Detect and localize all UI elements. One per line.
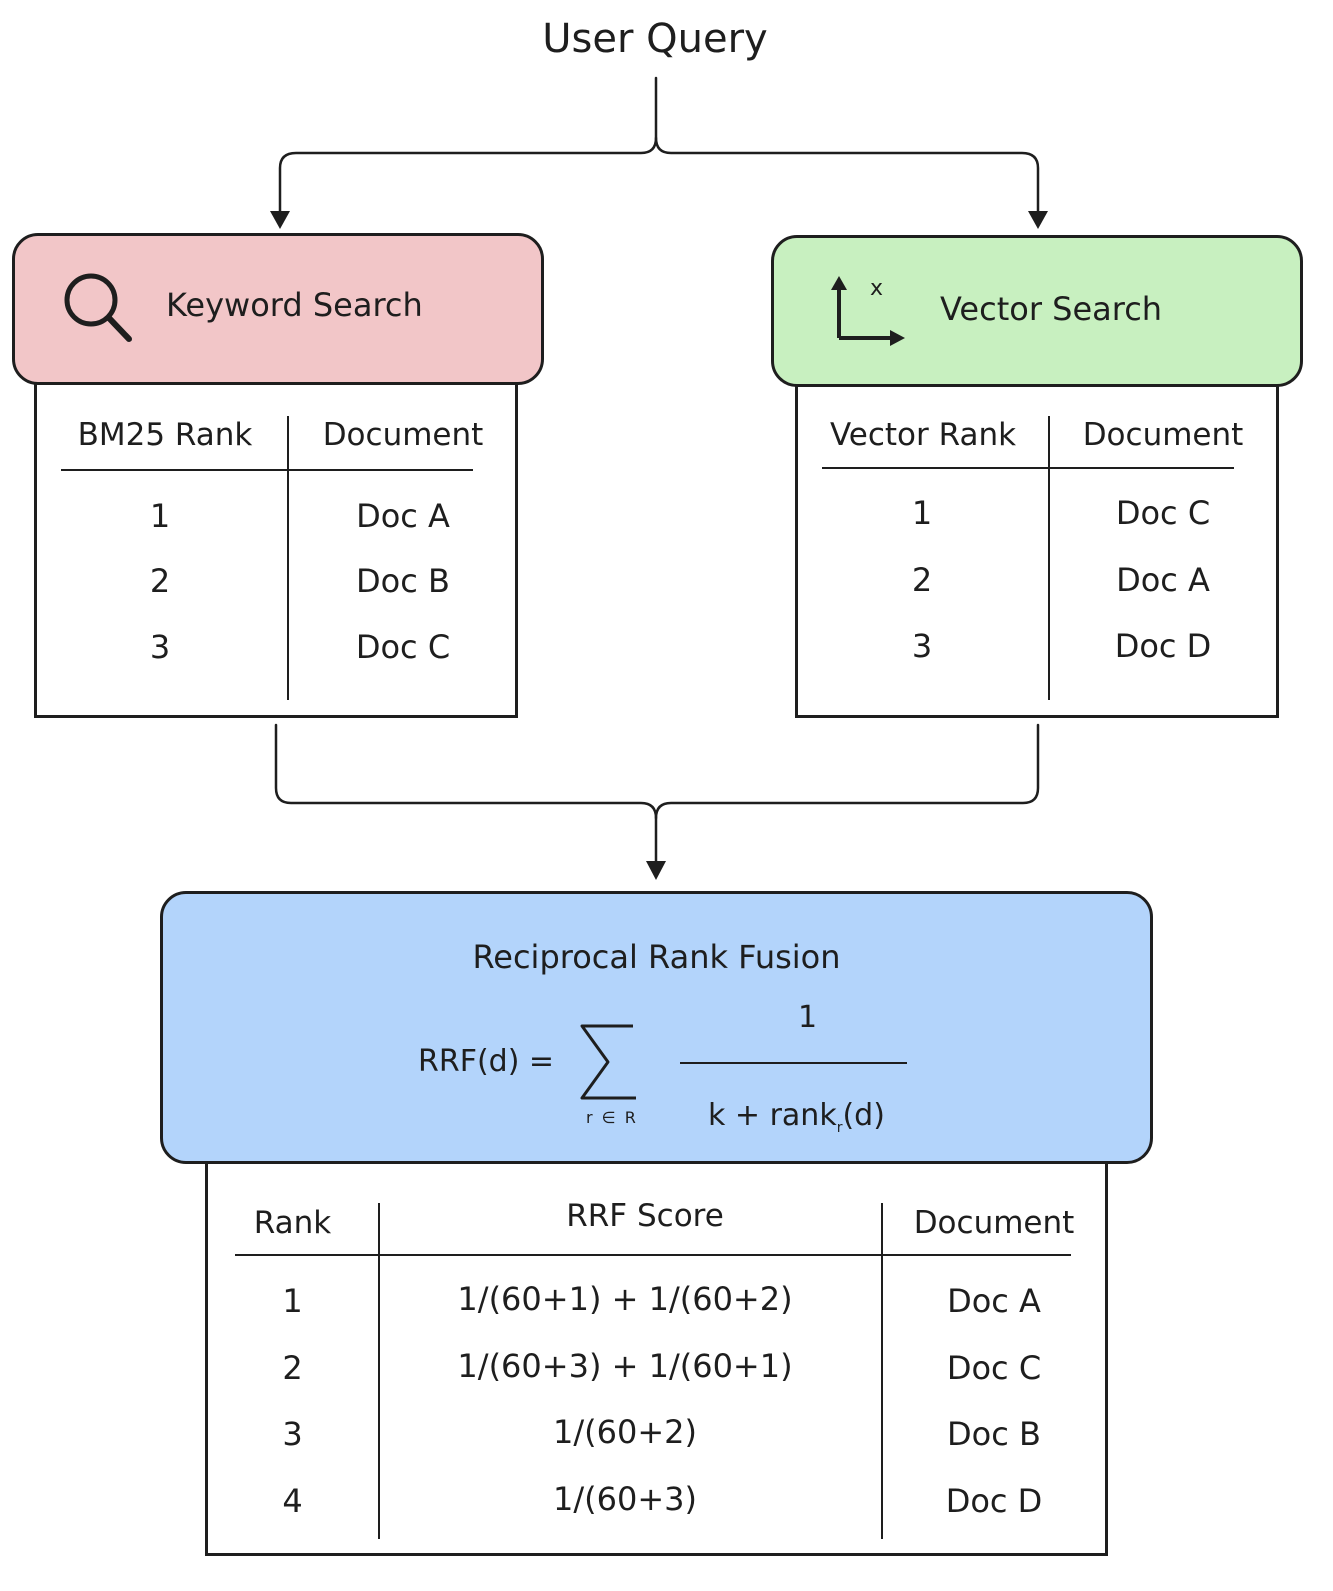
keyword-search-title: Keyword Search — [166, 286, 423, 324]
search-icon — [64, 273, 132, 342]
formula-sum-subscript: r ∈ R — [586, 1108, 638, 1127]
table-cell: 1/(60+3) — [553, 1480, 697, 1518]
table-cell: 2 — [149, 562, 171, 600]
bm25-rank-header: BM25 Rank — [77, 417, 253, 453]
table-cell: Doc B — [356, 562, 450, 600]
vector-document-header: Document — [1082, 417, 1244, 453]
table-cell: Doc A — [356, 497, 450, 535]
rrf-header — [160, 891, 1153, 1164]
formula-numerator: 1 — [798, 1000, 818, 1035]
user-query-label: User Query — [542, 16, 768, 62]
table-cell: Doc C — [946, 1349, 1042, 1387]
formula-lhs: RRF(d) = — [418, 1044, 555, 1079]
table-cell: 3 — [911, 627, 933, 665]
table-cell: Doc B — [947, 1415, 1041, 1453]
vector-search-header — [771, 235, 1303, 387]
query-split-arrow — [278, 76, 658, 224]
table-cell: 1/(60+2) — [553, 1413, 697, 1451]
fraction-bar — [680, 1062, 907, 1064]
rrf-document-header: Document — [913, 1205, 1075, 1241]
table-cell: 3 — [149, 628, 171, 666]
vector-search-title: Vector Search — [940, 290, 1163, 328]
table-cell: Doc C — [1115, 494, 1211, 532]
table-cell: 1 — [282, 1282, 303, 1320]
rrf-score-header: RRF Score — [566, 1198, 724, 1234]
table-cell: 1 — [149, 497, 171, 535]
table-cell: Doc A — [947, 1282, 1041, 1320]
sigma-icon — [580, 1024, 636, 1100]
vector-rank-header: Vector Rank — [829, 417, 1017, 453]
axis-x-label: x — [870, 276, 884, 301]
table-cell: 2 — [911, 561, 933, 599]
table-cell: 3 — [282, 1415, 303, 1453]
rrf-table — [205, 1158, 1108, 1556]
vector-table — [795, 380, 1279, 718]
table-cell: Doc A — [1116, 561, 1210, 599]
table-cell: Doc C — [355, 628, 451, 666]
table-cell: 4 — [282, 1482, 303, 1520]
table-cell: 1/(60+1) + 1/(60+2) — [457, 1280, 793, 1318]
table-cell: Doc D — [945, 1482, 1043, 1520]
keyword-search-header — [12, 233, 544, 385]
table-cell: Doc D — [1114, 627, 1212, 665]
table-cell: 1/(60+3) + 1/(60+1) — [457, 1347, 793, 1385]
rrf-title: Reciprocal Rank Fusion — [472, 938, 841, 976]
rrf-rank-header: Rank — [253, 1205, 332, 1241]
keyword-document-header: Document — [322, 417, 484, 453]
formula-denominator: k + rankr(d) — [708, 1098, 885, 1136]
table-cell: 1 — [911, 494, 933, 532]
keyword-table — [34, 380, 518, 718]
table-cell: 2 — [282, 1349, 303, 1387]
merge-arrow — [274, 723, 658, 874]
axes-icon — [831, 276, 905, 346]
